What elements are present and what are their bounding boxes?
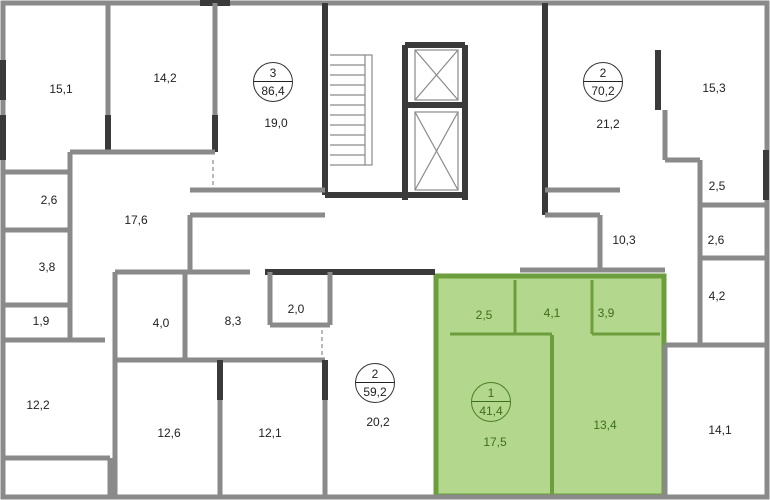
apartment-badge-3-room[interactable]: 3 86,4 <box>253 62 293 102</box>
room-area: 12,1 <box>258 426 282 440</box>
room-area: 3,8 <box>38 260 56 274</box>
room-area: 14,2 <box>153 71 177 85</box>
room-area: 19,0 <box>264 116 288 130</box>
room-area: 4,1 <box>543 306 561 320</box>
apartment-area: 86,4 <box>261 84 285 98</box>
room-area: 2,5 <box>475 308 493 322</box>
room-area: 2,6 <box>707 233 725 247</box>
room-area: 2,0 <box>287 302 305 316</box>
room-area: 17,6 <box>124 213 148 227</box>
apartment-badge-1-room-selected[interactable]: 1 41,4 <box>471 382 511 422</box>
apartment-rooms: 2 <box>356 364 394 383</box>
room-area: 20,2 <box>366 415 390 429</box>
room-area: 12,6 <box>157 426 181 440</box>
room-area: 13,4 <box>593 418 617 432</box>
room-area: 12,2 <box>26 398 50 412</box>
room-area: 10,3 <box>612 233 636 247</box>
apartment-rooms: 2 <box>584 63 622 82</box>
stair-icon <box>330 54 373 166</box>
apartment-badge-2-room-north[interactable]: 2 70,2 <box>583 62 623 102</box>
apartment-rooms: 3 <box>254 63 292 82</box>
room-area: 4,2 <box>708 289 726 303</box>
room-area: 4,0 <box>152 316 170 330</box>
room-area: 15,1 <box>49 82 73 96</box>
room-area: 8,3 <box>224 314 242 328</box>
apartment-area: 59,2 <box>363 385 387 399</box>
room-area: 21,2 <box>596 117 620 131</box>
apartment-rooms: 1 <box>472 383 510 402</box>
apartment-badge-2-room-south[interactable]: 2 59,2 <box>355 363 395 403</box>
room-area: 1,9 <box>32 314 50 328</box>
room-area: 3,9 <box>597 306 615 320</box>
room-area: 2,5 <box>708 179 726 193</box>
room-area: 2,6 <box>40 193 58 207</box>
room-area: 15,3 <box>702 81 726 95</box>
room-area: 14,1 <box>708 423 732 437</box>
room-area: 17,5 <box>483 435 507 449</box>
apartment-area: 41,4 <box>479 404 503 418</box>
apartment-area: 70,2 <box>591 84 615 98</box>
